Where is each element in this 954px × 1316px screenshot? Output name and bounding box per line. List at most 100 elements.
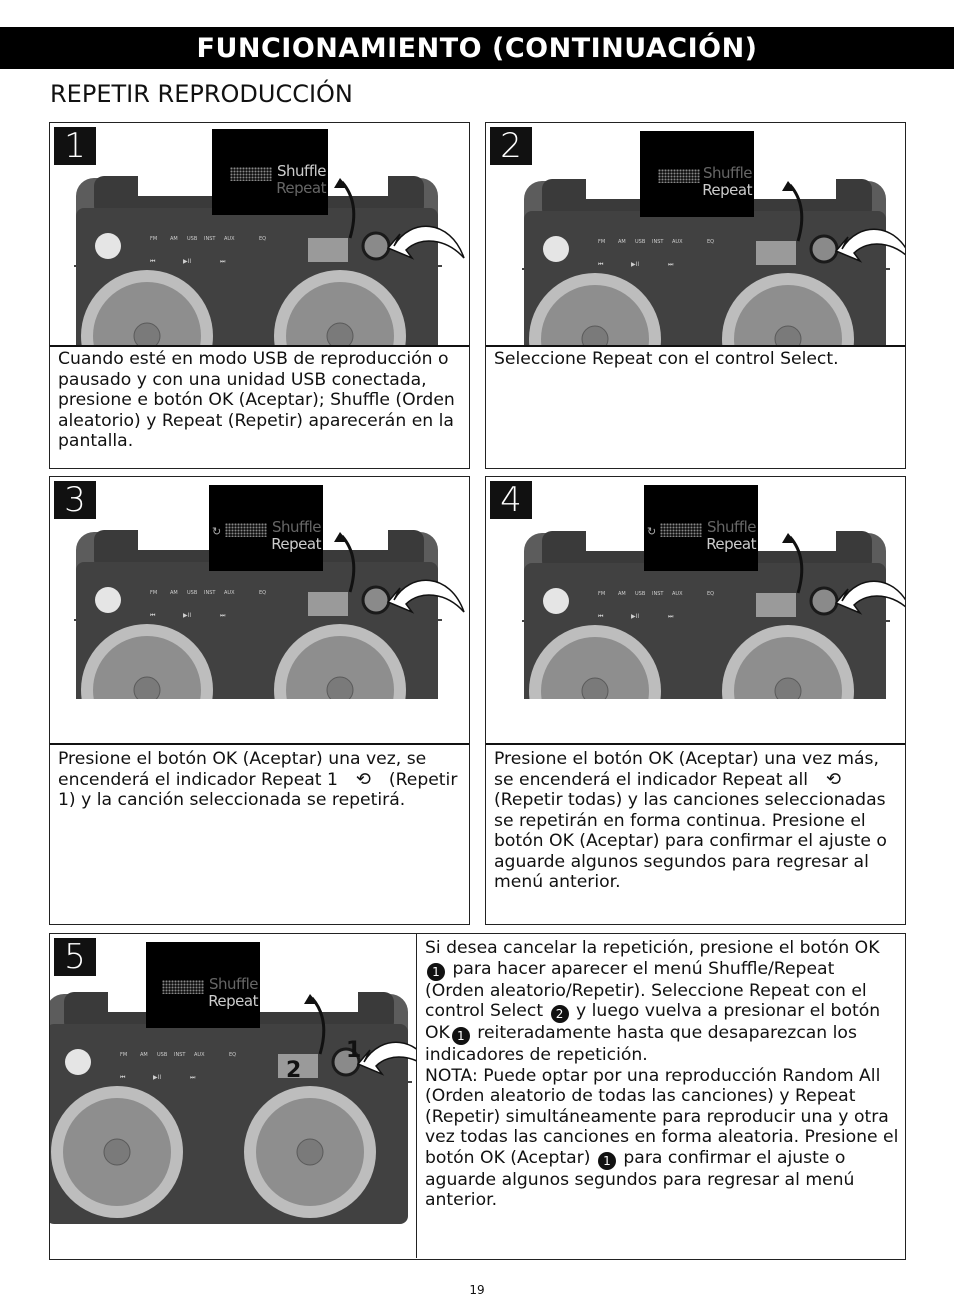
mode-label: FM bbox=[598, 591, 605, 597]
step-number: 2 bbox=[490, 127, 532, 165]
power-knob bbox=[543, 236, 569, 262]
transport-label: ▶II bbox=[183, 612, 191, 619]
speaker-cap bbox=[326, 676, 354, 699]
lcd-window bbox=[756, 593, 796, 617]
step-caption: Presione el botón OK (Aceptar) una vez, … bbox=[58, 749, 458, 810]
mode-label: INST bbox=[204, 236, 216, 242]
shuffle-label: Shuffle bbox=[209, 975, 259, 993]
speaker-cone bbox=[286, 282, 394, 345]
power-knob bbox=[95, 233, 121, 259]
mode-label: AUX bbox=[194, 1052, 205, 1058]
ok-knob bbox=[361, 585, 391, 615]
shuffle-label: Shuffle bbox=[707, 518, 757, 536]
mode-label: AM bbox=[170, 236, 178, 242]
speaker-cap bbox=[774, 325, 802, 345]
mode-label: USB bbox=[635, 239, 646, 245]
repeat-label: Repeat bbox=[276, 179, 326, 197]
select-arrowhead-icon bbox=[782, 181, 796, 191]
mode-label: EQ bbox=[229, 1052, 236, 1058]
mode-label: AUX bbox=[672, 239, 683, 245]
transport-label: ⏭ bbox=[220, 258, 226, 265]
mode-label: FM bbox=[120, 1052, 127, 1058]
mode-label: USB bbox=[157, 1052, 168, 1058]
press-arrow-icon bbox=[386, 579, 465, 614]
speaker-cap bbox=[296, 1138, 324, 1166]
power-knob bbox=[95, 587, 121, 613]
mode-label: USB bbox=[187, 236, 198, 242]
ok-knob bbox=[809, 234, 839, 264]
select-arrowhead-icon bbox=[304, 994, 318, 1004]
transport-label: ⏭ bbox=[190, 1074, 196, 1081]
mode-label: AM bbox=[618, 239, 626, 245]
mode-label: INST bbox=[204, 590, 216, 596]
step-caption: Presione el botón OK (Aceptar) una vez m… bbox=[494, 749, 887, 892]
step-caption: Seleccione Repeat con el control Select. bbox=[494, 349, 839, 369]
lcd-window bbox=[756, 241, 796, 265]
speaker-cone bbox=[734, 637, 842, 699]
repeat-all-icon: ⟲ bbox=[826, 768, 842, 790]
display-screen: ↻ Shuffle Repeat bbox=[644, 485, 758, 571]
speaker-cone bbox=[286, 636, 394, 699]
repeat-label: Repeat bbox=[271, 535, 321, 553]
step-number: 3 bbox=[54, 481, 96, 519]
shuffle-label: Shuffle bbox=[272, 518, 322, 536]
mode-label: INST bbox=[652, 591, 664, 597]
speaker-cap bbox=[774, 677, 802, 699]
lcd-window bbox=[278, 1054, 318, 1078]
transport-label: ⏮ bbox=[150, 612, 156, 619]
mode-label: INST bbox=[652, 239, 664, 245]
display-screen: Shuffle Repeat bbox=[146, 942, 260, 1028]
mode-label: INST bbox=[174, 1052, 186, 1058]
ok-knob bbox=[809, 586, 839, 616]
mode-label: USB bbox=[187, 590, 198, 596]
page-number: 19 bbox=[469, 1283, 485, 1297]
speaker-cone bbox=[734, 285, 842, 345]
transport-label: ⏮ bbox=[598, 613, 604, 620]
mode-label: AM bbox=[170, 590, 178, 596]
mode-label: FM bbox=[150, 590, 157, 596]
mode-label: USB bbox=[635, 591, 646, 597]
repeat-one-icon: ↻ bbox=[212, 525, 222, 538]
banner-title: FUNCIONAMIENTO (CONTINUACIÓN) bbox=[196, 33, 758, 64]
mode-label: FM bbox=[150, 236, 157, 242]
badge-1: 1 bbox=[451, 1027, 470, 1045]
transport-label: ▶II bbox=[153, 1074, 161, 1081]
step-number: 5 bbox=[54, 938, 96, 976]
press-arrow-icon bbox=[356, 1041, 416, 1076]
mode-label: AM bbox=[618, 591, 626, 597]
repeat-label: Repeat bbox=[702, 181, 752, 199]
select-arrowhead-icon bbox=[334, 178, 348, 188]
repeat-label: Repeat bbox=[706, 535, 756, 553]
badge-2: 2 bbox=[550, 1005, 569, 1023]
step-5-text: Si desea cancelar la repetición, presion… bbox=[416, 934, 905, 1258]
callout-2: 2 bbox=[286, 1058, 302, 1083]
badge-1: 1 bbox=[597, 1151, 616, 1170]
mode-label: EQ bbox=[707, 591, 714, 597]
speaker-cap bbox=[581, 677, 609, 699]
speaker-cone bbox=[541, 285, 649, 345]
speaker-cap bbox=[581, 325, 609, 345]
power-knob bbox=[65, 1049, 91, 1075]
mode-label: FM bbox=[598, 239, 605, 245]
transport-label: ▶II bbox=[631, 261, 639, 268]
step-caption: Cuando esté en modo USB de reproducción … bbox=[58, 349, 455, 451]
mode-label: AUX bbox=[224, 590, 235, 596]
press-arrow-icon bbox=[386, 225, 465, 260]
step-number: 4 bbox=[490, 481, 532, 519]
transport-label: ⏭ bbox=[220, 612, 226, 619]
press-arrow-icon bbox=[834, 228, 905, 263]
mode-label: EQ bbox=[707, 239, 714, 245]
transport-label: ⏭ bbox=[668, 261, 674, 268]
speaker-cap bbox=[103, 1138, 131, 1166]
